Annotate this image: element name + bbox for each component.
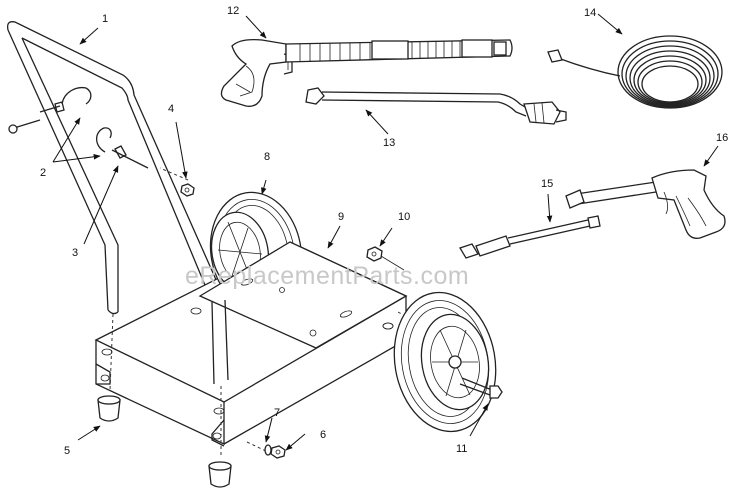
small-bolt-left [8,119,41,134]
callout-1: 1 [102,13,108,25]
nut-10 [366,246,405,271]
watermark-text: eReplacementParts.com [185,262,469,290]
hook-2a [39,86,92,113]
callout-4: 4 [168,103,174,115]
platform-hole-2 [279,287,285,293]
callout-6: 6 [320,429,326,441]
slot-right [339,310,353,318]
hose-tube-12 [285,39,513,63]
callout-10: 10 [398,211,410,223]
callout-8: 8 [264,151,270,163]
lance-15 [459,215,601,259]
callout-12: 12 [227,5,239,17]
callout-9: 9 [338,211,344,223]
handle-front-leg [211,299,229,385]
foot-right [208,461,232,488]
bolt-6 [270,445,286,459]
leader-lines [52,13,719,451]
axle-bolt-11 [459,377,503,399]
callout-13: 13 [383,137,395,149]
nut-4 [180,183,195,197]
platform-hole-3 [382,322,394,330]
callout-7: 7 [274,407,280,419]
wheel-front [393,291,497,433]
hook-2b [95,127,149,169]
spray-gun-16 [565,169,726,239]
slot-left [240,278,254,286]
foot-left [97,395,121,422]
callout-2: 2 [40,167,46,179]
spray-gun-12 [220,38,293,107]
callout-14: 14 [584,7,596,19]
washer-7 [264,444,272,456]
callout-5: 5 [64,445,70,457]
platform-hole [309,329,317,337]
coiled-hose-14 [547,35,723,109]
callout-11: 11 [456,443,467,455]
callout-16: 16 [716,132,728,144]
platform-top-overlay [198,241,408,349]
callout-15: 15 [541,178,553,190]
callout-labels: 1 2 3 4 5 6 7 8 9 10 11 12 13 14 15 16 [40,5,728,457]
wand-13 [305,87,567,125]
callout-3: 3 [72,247,78,259]
